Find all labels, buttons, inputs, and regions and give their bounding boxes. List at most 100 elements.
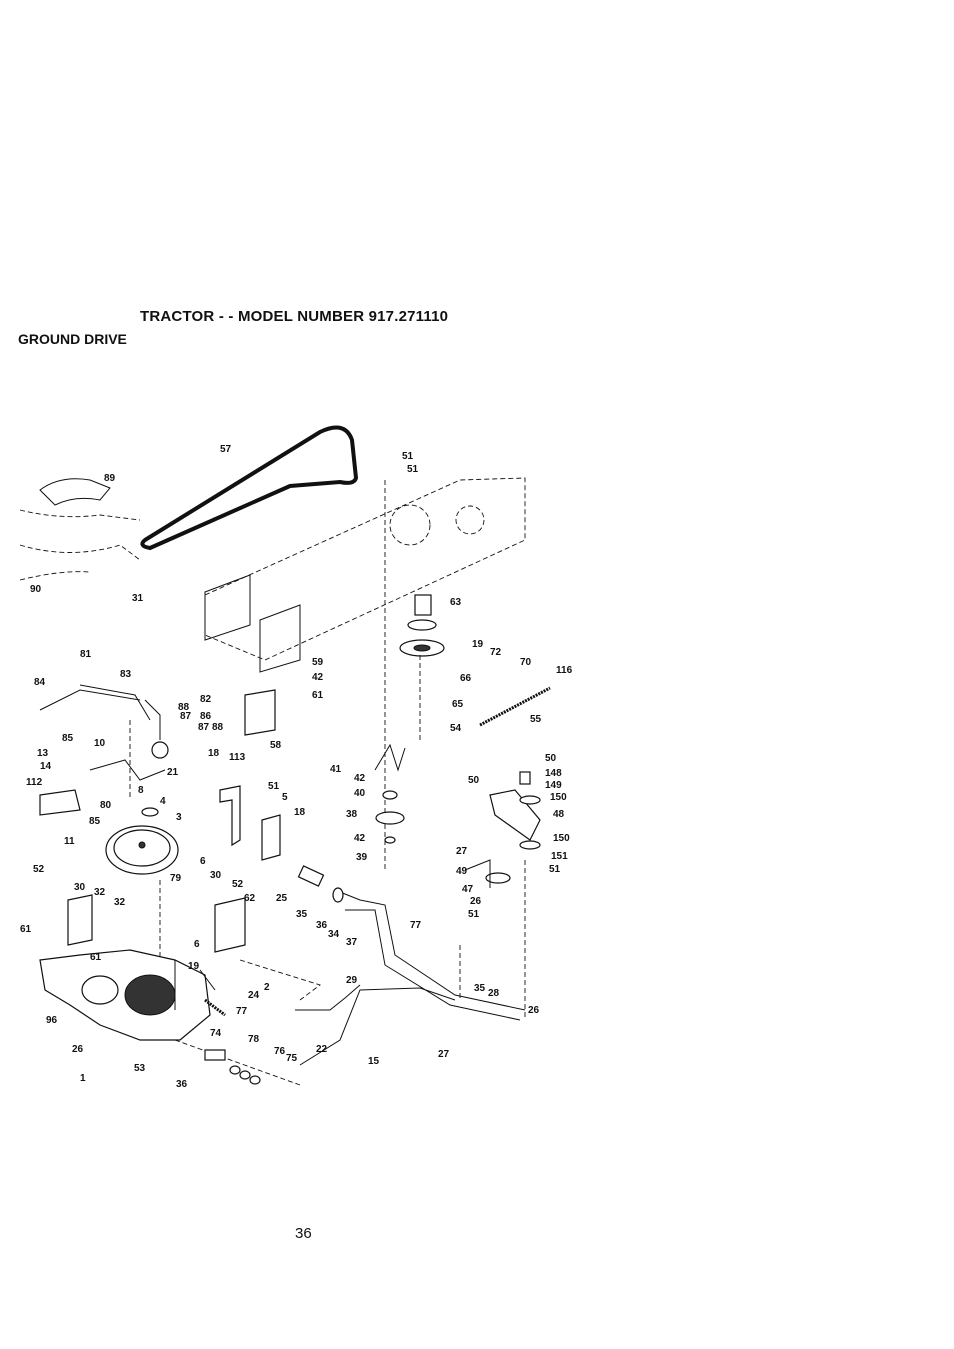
callout-label: 148 xyxy=(545,768,562,779)
callout-label: 8 xyxy=(138,785,144,796)
callout-label: 40 xyxy=(354,788,366,799)
callout-label: 37 xyxy=(346,937,358,948)
callout-label: 52 xyxy=(33,864,45,875)
idler-pulley-stack xyxy=(374,743,406,844)
callout-label: 52 xyxy=(232,879,244,890)
callout-label: 42 xyxy=(354,833,366,844)
callout-label: 11 xyxy=(64,836,75,847)
callout-label: 61 xyxy=(312,690,324,701)
callout-label: 36 xyxy=(316,920,328,931)
callout-label: 26 xyxy=(72,1044,84,1055)
callout-label: 113 xyxy=(229,752,246,763)
callout-label: 82 xyxy=(200,694,212,705)
callout-label: 2 xyxy=(264,982,270,993)
hood-outline xyxy=(19,478,141,581)
callout-label: 72 xyxy=(490,647,502,658)
main-pulley xyxy=(105,720,179,960)
callout-label: 90 xyxy=(30,584,42,595)
callout-label: 42 xyxy=(312,672,324,683)
callout-label: 24 xyxy=(248,990,260,1001)
callout-label: 6 xyxy=(194,939,200,950)
callout-label: 18 xyxy=(208,748,220,759)
callout-label: 84 xyxy=(34,677,46,688)
callout-label: 62 xyxy=(244,893,256,904)
callout-label: 30 xyxy=(74,882,86,893)
callout-label: 78 xyxy=(248,1034,260,1045)
callout-label: 77 xyxy=(236,1006,248,1017)
transaxle xyxy=(39,949,211,1041)
callout-label: 28 xyxy=(488,988,500,999)
spring xyxy=(479,686,551,727)
callout-label: 1 xyxy=(80,1073,86,1084)
callout-label: 27 xyxy=(438,1049,450,1060)
brake-linkage xyxy=(174,959,321,1086)
callout-label: 51 xyxy=(468,909,480,920)
callout-label: 36 xyxy=(176,1079,188,1090)
callout-label: 26 xyxy=(528,1005,540,1016)
callout-label: 86 xyxy=(200,711,212,722)
callout-label: 58 xyxy=(270,740,282,751)
callout-label: 13 xyxy=(37,748,49,759)
callout-label: 83 xyxy=(120,669,132,680)
callout-label: 87 xyxy=(180,711,192,722)
center-pulley xyxy=(384,480,445,870)
callout-label: 35 xyxy=(474,983,486,994)
callout-label: 112 xyxy=(26,777,43,788)
brackets xyxy=(219,689,281,861)
frame xyxy=(204,477,526,673)
drive-belt xyxy=(140,425,359,551)
callout-label: 39 xyxy=(356,852,368,863)
callout-label: 22 xyxy=(316,1044,328,1055)
callout-label: 51 xyxy=(402,451,414,462)
callout-label: 79 xyxy=(170,873,182,884)
callout-label: 77 xyxy=(410,920,422,931)
callout-label: 65 xyxy=(452,699,464,710)
callout-label: 6 xyxy=(200,856,206,867)
callout-label: 42 xyxy=(354,773,366,784)
callout-label: 29 xyxy=(346,975,358,986)
callout-label: 51 xyxy=(407,464,419,475)
callout-label: 3 xyxy=(176,812,182,823)
page-title: TRACTOR - - MODEL NUMBER 917.271110 xyxy=(140,308,449,325)
callout-label: 48 xyxy=(553,809,565,820)
callout-label: 30 xyxy=(210,870,222,881)
callout-label: 89 xyxy=(104,473,116,484)
callout-label: 150 xyxy=(553,833,570,844)
callout-label: 50 xyxy=(545,753,557,764)
callout-label: 70 xyxy=(520,657,532,668)
callout-label: 61 xyxy=(20,924,32,935)
callout-label: 80 xyxy=(100,800,112,811)
callout-label: 51 xyxy=(268,781,280,792)
callout-label: 50 xyxy=(468,775,480,786)
support-brackets xyxy=(67,894,246,953)
callout-label: 19 xyxy=(188,961,200,972)
callout-label: 87 xyxy=(198,722,210,733)
callout-labels: 57 51 51 89 90 31 63 19 72 70 116 59 42 … xyxy=(20,444,573,1090)
callout-label: 49 xyxy=(456,866,468,877)
callout-label: 14 xyxy=(40,761,52,772)
callout-label: 59 xyxy=(312,657,324,668)
callout-label: 85 xyxy=(89,816,101,827)
callout-label: 96 xyxy=(46,1015,58,1026)
callout-label: 66 xyxy=(460,673,472,684)
callout-label: 10 xyxy=(94,738,106,749)
callout-label: 15 xyxy=(368,1056,380,1067)
callout-label: 25 xyxy=(276,893,288,904)
callout-label: 26 xyxy=(470,896,482,907)
callout-label: 38 xyxy=(346,809,358,820)
callout-label: 55 xyxy=(530,714,542,725)
callout-label: 32 xyxy=(114,897,126,908)
callout-label: 57 xyxy=(220,444,232,455)
callout-label: 81 xyxy=(80,649,92,660)
callout-label: 85 xyxy=(62,733,74,744)
callout-label: 63 xyxy=(450,597,462,608)
callout-label: 88 xyxy=(212,722,224,733)
page-number: 36 xyxy=(295,1225,312,1242)
idler-bracket xyxy=(459,771,541,1020)
callout-label: 27 xyxy=(456,846,468,857)
callout-label: 35 xyxy=(296,909,308,920)
callout-label: 32 xyxy=(94,887,106,898)
callout-label: 18 xyxy=(294,807,306,818)
callout-label: 88 xyxy=(178,702,190,713)
